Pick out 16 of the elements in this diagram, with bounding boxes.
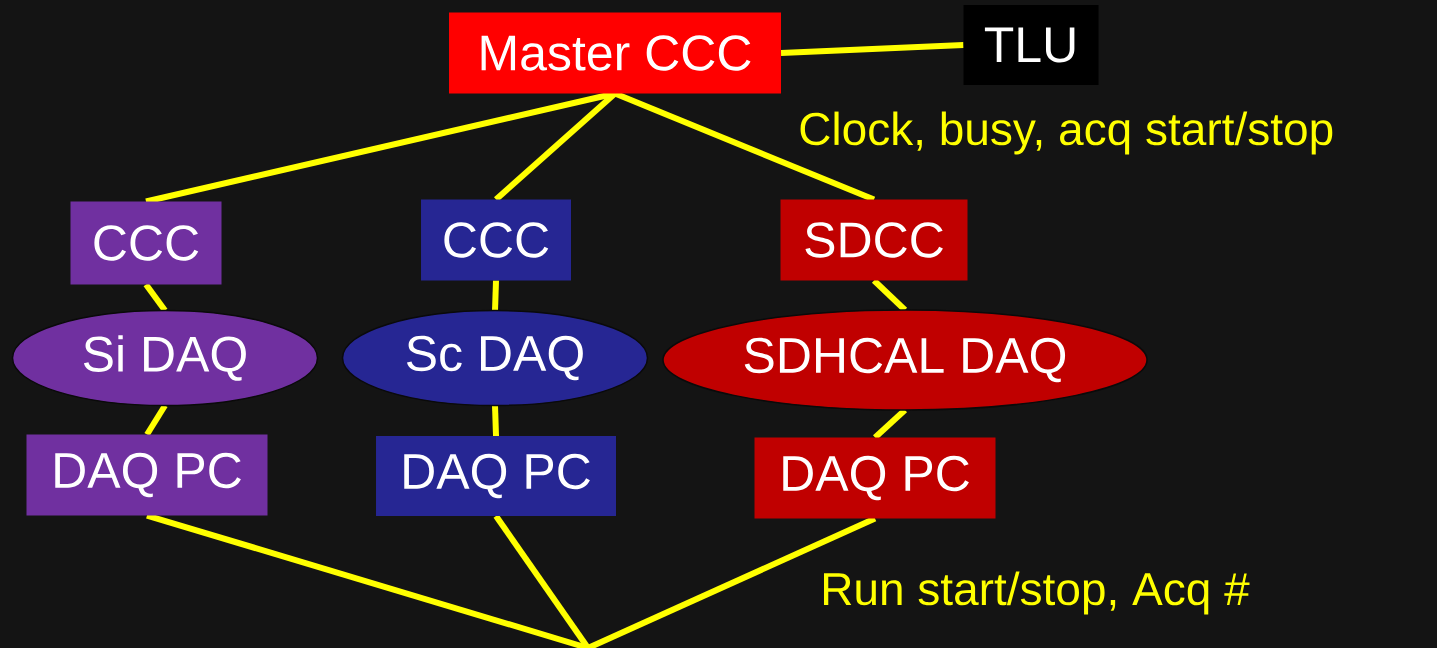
connector-line [493, 514, 591, 648]
process-box: TLU [963, 5, 1099, 85]
process-box: DAQ PC [754, 437, 996, 519]
process-box: SDCC [780, 199, 968, 281]
annotation-text: Run start/stop, Acq # [824, 571, 1250, 615]
process-box: CCC [70, 201, 222, 285]
annotation-text: Clock, busy, acq start/stop [800, 111, 1333, 155]
process-box: Master CCC [449, 12, 781, 94]
connector-line [780, 42, 964, 56]
process-box: DAQ PC [376, 436, 616, 516]
connector-line [143, 282, 168, 313]
process-box: DAQ PC [26, 434, 268, 516]
connector-line [144, 403, 168, 437]
connector-line [492, 280, 499, 311]
connector-line [492, 405, 499, 437]
process-box: CCC [421, 199, 571, 281]
